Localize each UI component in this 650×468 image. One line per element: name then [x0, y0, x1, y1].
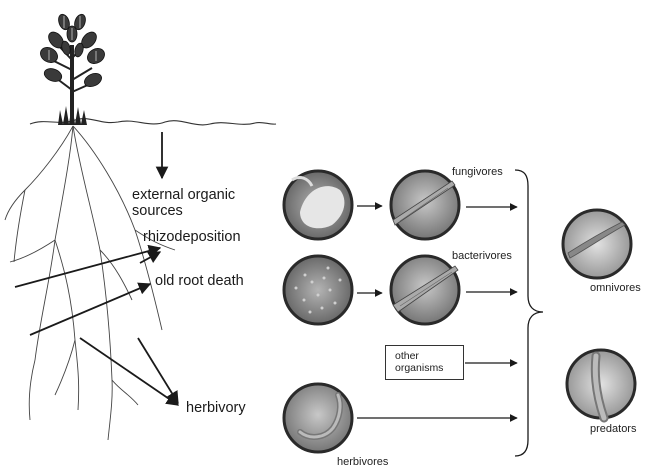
omnivore-nematode-micrograph	[563, 210, 631, 278]
external-organic-sources-label: external organic sources	[132, 187, 235, 219]
fungivores-label: fungivores	[452, 166, 503, 178]
omnivores-label: omnivores	[590, 282, 641, 294]
fungivore-nematode-micrograph	[391, 171, 459, 239]
predator-nematode-micrograph	[567, 350, 635, 418]
plant-icon	[38, 13, 108, 125]
bacterivore-nematode-micrograph	[391, 256, 459, 324]
fungal-hyphae-micrograph	[284, 171, 352, 239]
other-organisms-box: other organisms	[385, 345, 464, 380]
source-arrows	[15, 132, 178, 405]
old-root-death-label: old root death	[155, 273, 244, 289]
herbivory-label: herbivory	[186, 400, 246, 416]
bacteria-micrograph	[284, 256, 352, 324]
herbivore-nematode-micrograph	[284, 384, 352, 452]
predators-label: predators	[590, 423, 636, 435]
grouping-brace	[515, 170, 543, 456]
rhizodeposition-label: rhizodeposition	[143, 229, 241, 245]
bacterivores-label: bacterivores	[452, 250, 512, 262]
herbivores-label: herbivores	[337, 456, 388, 468]
